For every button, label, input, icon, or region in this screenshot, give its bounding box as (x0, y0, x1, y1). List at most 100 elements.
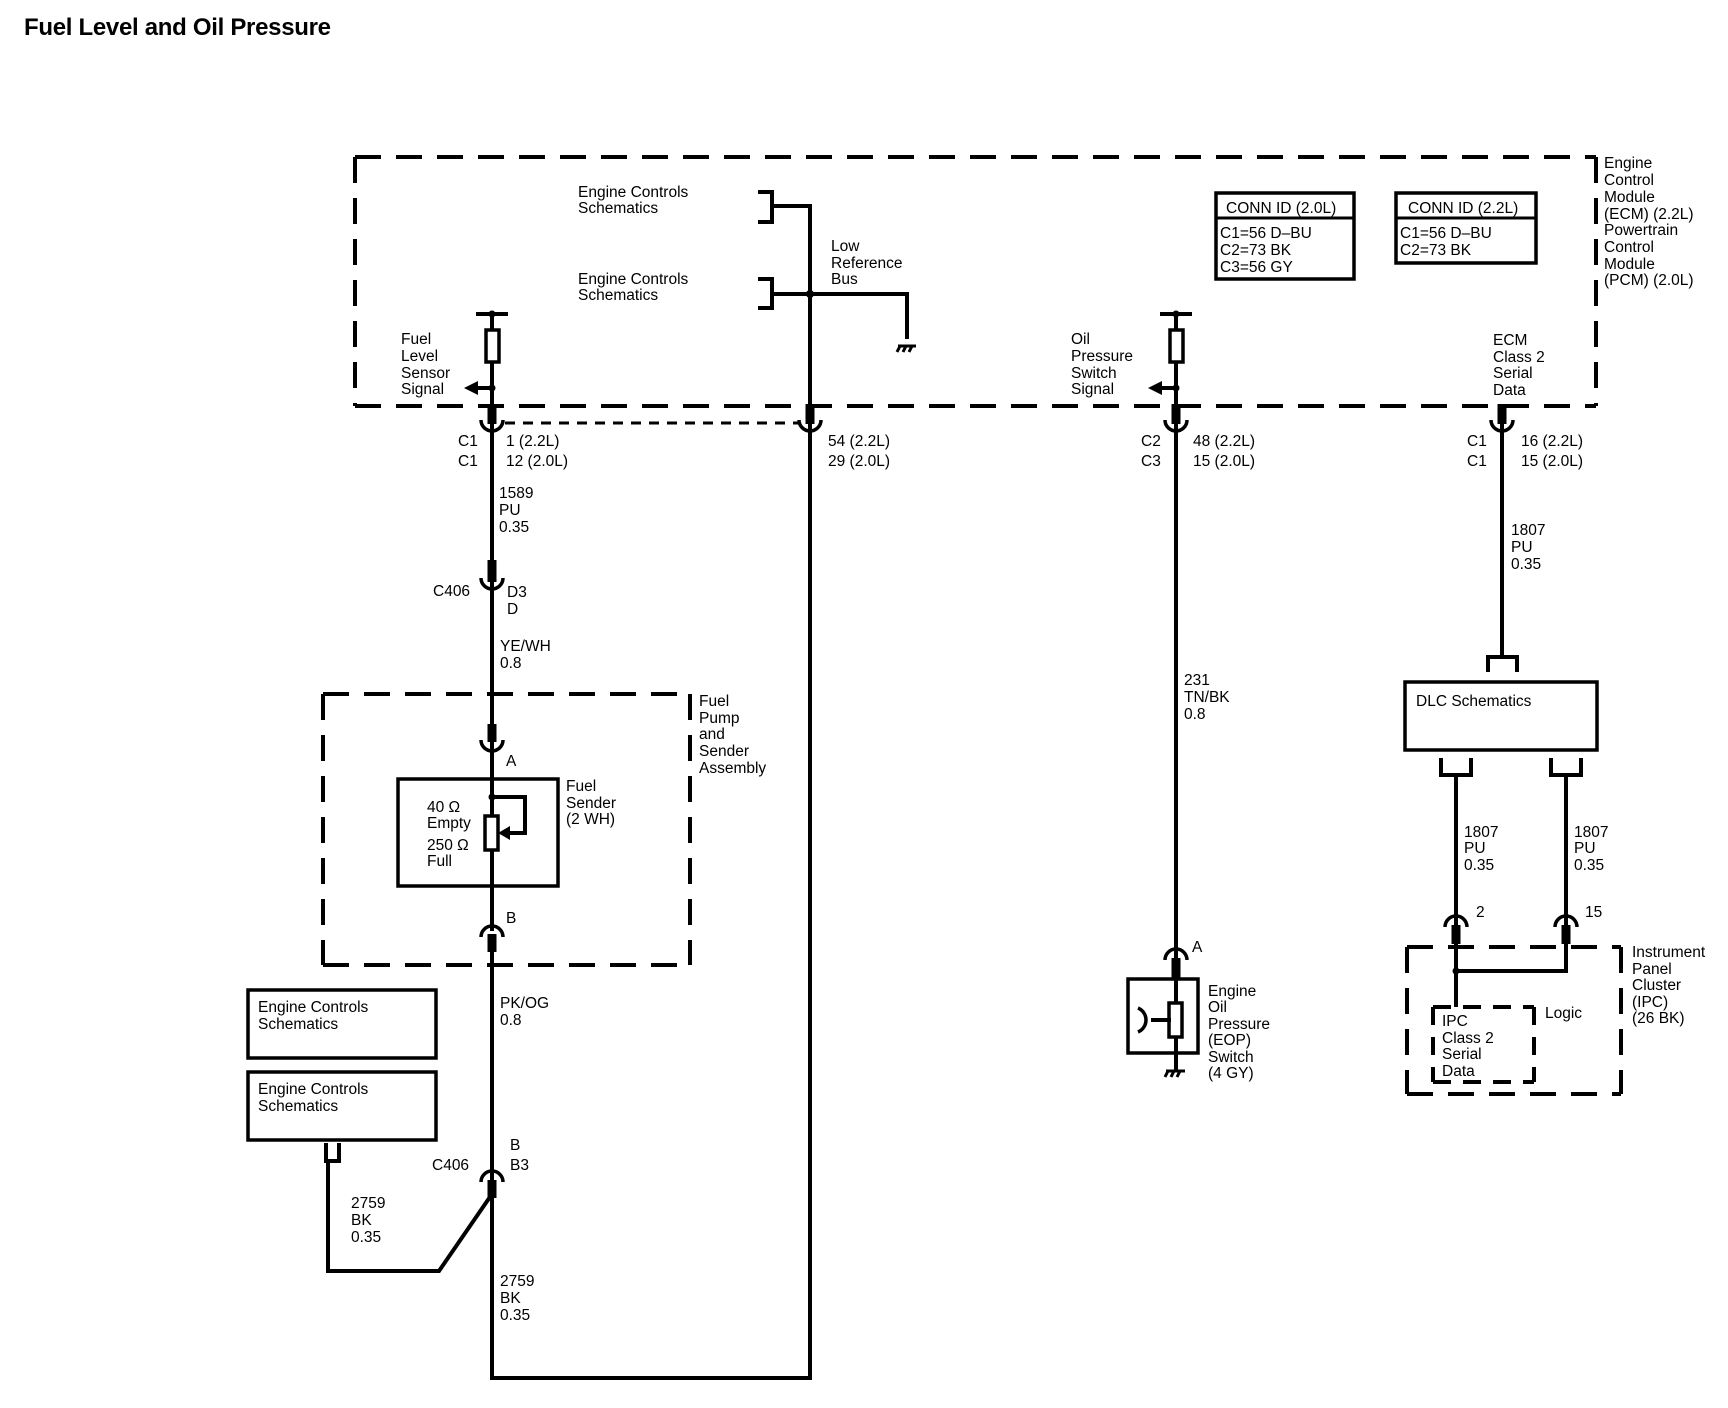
engine-controls-schematics-box-1[interactable]: Engine Controls Schematics (246, 988, 438, 1060)
conn-id-line: C1=56 D–BU (1400, 225, 1492, 242)
ecm-label-line: Module (1604, 256, 1655, 273)
engine-controls-reference-1[interactable]: Engine Controls Schematics (578, 184, 774, 224)
pin-number: B (510, 1137, 520, 1154)
connector-male-icon (479, 924, 505, 938)
connector-c1-fuel-level[interactable]: C1 C1 1 (2.2L) 12 (2.0L) (458, 404, 568, 470)
ecm-label-line: (PCM) (2.0L) (1604, 272, 1694, 289)
fuel-sender-pin-b[interactable]: B (479, 910, 516, 952)
connector-c406-b3[interactable]: C406 B B3 (432, 1137, 529, 1198)
eop-switch: Engine Oil Pressure (EOP) Switch (4 GY) (1126, 976, 1270, 1082)
eop-label: (EOP) (1208, 1032, 1251, 1049)
dlc-schematics-box[interactable]: DLC Schematics (1403, 680, 1599, 752)
box-label: Schematics (258, 1098, 338, 1115)
engine-controls-schematics-box-2[interactable]: Engine Controls Schematics (246, 1070, 438, 1142)
ref-label: Engine Controls (578, 184, 689, 201)
wire-2759-bk-return[interactable]: 2759 BK 0.35 (490, 422, 812, 1380)
wire-label: PU (499, 502, 521, 519)
sender-label: Fuel (566, 778, 596, 795)
wire-2759-bk-splice[interactable]: 2759 BK 0.35 (324, 1143, 495, 1273)
ipc-pin-15[interactable]: 15 (1553, 904, 1602, 944)
connector-c406-d3[interactable]: C406 D3 D (433, 560, 527, 618)
pin-number: 16 (2.2L) (1521, 433, 1583, 450)
fuel-level-sensor-signal: Fuel Level Sensor Signal (401, 310, 508, 422)
low-ref-label: Bus (831, 271, 858, 288)
signal-label: Signal (1071, 381, 1114, 398)
ref-label: Schematics (578, 200, 658, 217)
sender-value: 40 Ω (427, 799, 460, 816)
wire-label: 0.8 (1184, 706, 1206, 723)
ipc-serial-label: Serial (1442, 1046, 1482, 1063)
conn-id-2-2l-table: CONN ID (2.2L) C1=56 D–BU C2=73 BK (1394, 191, 1538, 265)
ipc-serial-label: Class 2 (1442, 1030, 1494, 1047)
ipc-pin-2[interactable]: 2 (1443, 904, 1485, 944)
wire-label: 0.8 (500, 1012, 522, 1029)
wire-1807-pu-dlc-ipc-right[interactable]: 1807 PU 0.35 (1549, 758, 1608, 926)
conn-id-header: CONN ID (2.0L) (1226, 200, 1336, 217)
wire-label: PU (1511, 539, 1533, 556)
eop-label: Pressure (1208, 1016, 1270, 1033)
signal-label: Oil (1071, 331, 1090, 348)
conn-id-header: CONN ID (2.2L) (1408, 200, 1518, 217)
ipc-label: Instrument (1632, 944, 1706, 961)
low-ref-label: Low (831, 238, 860, 255)
dlc-label: DLC Schematics (1416, 693, 1532, 710)
wire-1807-pu-ecm-dlc[interactable]: 1807 PU 0.35 (1486, 422, 1545, 672)
wire-ye-wh[interactable]: YE/WH 0.8 (490, 580, 551, 742)
ecm-class2-serial-data: ECM Class 2 Serial Data (1493, 332, 1545, 399)
wire-label: BK (500, 1290, 521, 1307)
serial-label: ECM (1493, 332, 1527, 349)
assembly-label: Pump (699, 710, 740, 727)
pin-number: B (506, 910, 516, 927)
conn-id-line: C2=73 BK (1220, 242, 1292, 259)
pin-number: A (506, 753, 517, 770)
pin-number: 2 (1476, 904, 1485, 921)
signal-arrow-icon (464, 381, 478, 395)
wire-231-tn-bk[interactable]: 231 TN/BK 0.8 (1174, 422, 1230, 960)
sender-value: Full (427, 853, 452, 870)
low-ref-label: Reference (831, 255, 903, 272)
ecm-label-line: Powertrain (1604, 222, 1678, 239)
signal-label: Signal (401, 381, 444, 398)
wire-label: 2759 (500, 1273, 534, 1290)
wire-1589-pu[interactable]: 1589 PU 0.35 (490, 422, 533, 582)
ipc-serial-label: Data (1442, 1063, 1475, 1080)
wire-1807-pu-dlc-ipc-left[interactable]: 1807 PU 0.35 (1439, 758, 1498, 926)
connector-name: C1 (458, 453, 478, 470)
ipc-label: (IPC) (1632, 994, 1668, 1011)
pin-number: A (1192, 939, 1203, 956)
ecm-module-label: Engine Control Module (ECM) (2.2L) Power… (1604, 155, 1694, 289)
wire-label: TN/BK (1184, 689, 1230, 706)
ipc-label: (26 BK) (1632, 1010, 1685, 1027)
wire-label: 1807 (1464, 824, 1498, 841)
eop-switch-pin-a[interactable]: A (1163, 939, 1203, 978)
low-reference-bus: Low Reference Bus (770, 204, 916, 422)
wiper-arrow-icon (498, 826, 510, 840)
fuel-sender-pin-a[interactable]: A (479, 724, 517, 770)
signal-arrow-icon (1148, 381, 1162, 395)
instrument-panel-cluster: Instrument Panel Cluster (IPC) (26 BK) (1405, 942, 1706, 1096)
pin-number: 15 (1585, 904, 1602, 921)
connector-name: C1 (458, 433, 478, 450)
signal-label: Pressure (1071, 348, 1133, 365)
conn-id-2-0l-table: CONN ID (2.0L) C1=56 D–BU C2=73 BK C3=56… (1214, 191, 1356, 281)
connector-male-icon (1443, 914, 1469, 928)
signal-label: Sensor (401, 365, 450, 382)
wire-label: 231 (1184, 672, 1210, 689)
box-label: Engine Controls (258, 1081, 369, 1098)
connector-c2-c3-oil-pressure[interactable]: C2 C3 48 (2.2L) 15 (2.0L) (1141, 404, 1255, 470)
wire-label: PU (1464, 840, 1486, 857)
connector-c1-serial-data[interactable]: C1 C1 16 (2.2L) 15 (2.0L) (1467, 404, 1583, 470)
variable-resistor-icon (483, 814, 500, 852)
engine-controls-reference-2[interactable]: Engine Controls Schematics (578, 271, 774, 310)
wire-label: PK/OG (500, 995, 549, 1012)
wire-label: 0.8 (500, 655, 522, 672)
box-label: Engine Controls (258, 999, 369, 1016)
pin-number: B3 (510, 1157, 529, 1174)
ecm-label-line: Control (1604, 239, 1654, 256)
connector-low-reference[interactable]: 54 (2.2L) 29 (2.0L) (797, 404, 890, 470)
logic-label: Logic (1545, 1005, 1582, 1022)
wire-pk-og[interactable]: PK/OG 0.8 (490, 950, 549, 1380)
pin-number: 48 (2.2L) (1193, 433, 1255, 450)
connector-name: C3 (1141, 453, 1161, 470)
